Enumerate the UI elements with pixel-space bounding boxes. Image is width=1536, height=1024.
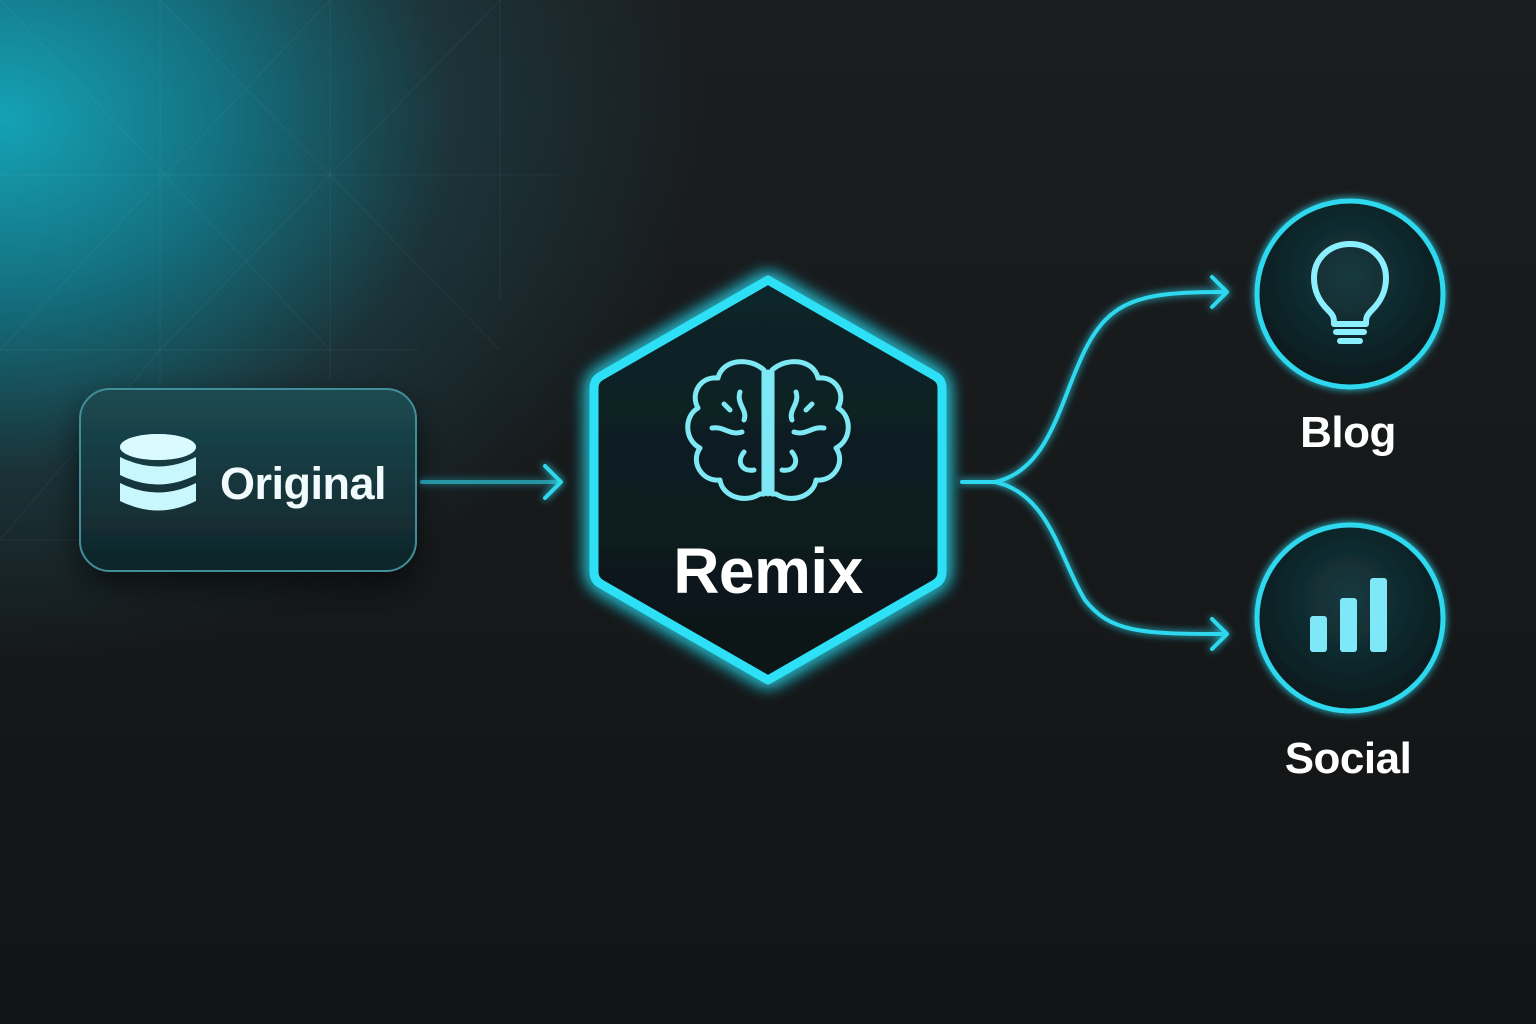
brain-icon	[685, 359, 851, 501]
database-icon	[120, 434, 196, 511]
connector-to-blog	[960, 290, 1224, 484]
original-node	[79, 388, 417, 572]
blog-label: Blog	[1300, 408, 1396, 457]
bar-chart-icon	[1310, 578, 1387, 652]
social-node	[1254, 522, 1446, 714]
remix-node	[589, 275, 947, 685]
lightbulb-icon	[1311, 241, 1389, 344]
original-label: Original	[220, 458, 387, 509]
arrowhead-blog	[1210, 275, 1229, 309]
blog-node	[1254, 198, 1446, 390]
connector-original-to-remix	[420, 464, 563, 500]
social-label: Social	[1284, 734, 1412, 783]
connector-to-social	[993, 480, 1224, 636]
connector-remix-to-outputs	[960, 275, 1229, 651]
arrowhead-social	[1210, 617, 1229, 651]
remix-label: Remix	[673, 535, 863, 607]
